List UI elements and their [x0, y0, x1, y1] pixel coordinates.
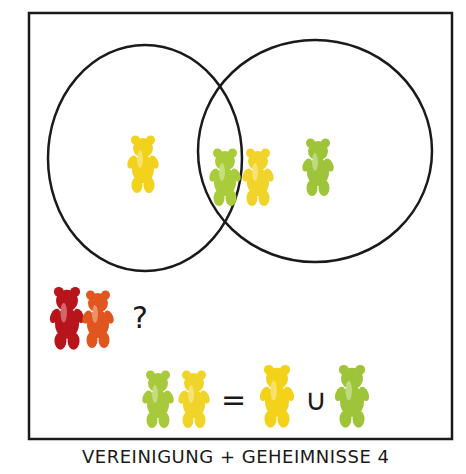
green-bear: [140, 371, 175, 429]
yellow-bear: [258, 365, 296, 428]
yellow-bear: [240, 149, 275, 207]
green-bear: [207, 149, 242, 207]
equals-sign: =: [221, 385, 246, 415]
caption: VEREINIGUNG + GEHEIMNISSE 4: [82, 448, 389, 466]
question-mark: ?: [132, 303, 148, 333]
orange-bear: [80, 291, 115, 349]
green-bear: [333, 365, 371, 428]
union-symbol: ∪: [305, 385, 327, 415]
set-circle-right: [198, 40, 432, 262]
red-bear: [48, 287, 86, 350]
set-circle-left: [48, 45, 242, 271]
frame: [29, 13, 452, 439]
green-bear: [300, 139, 335, 197]
yellow-bear: [125, 136, 160, 194]
yellow-bear: [176, 371, 211, 429]
